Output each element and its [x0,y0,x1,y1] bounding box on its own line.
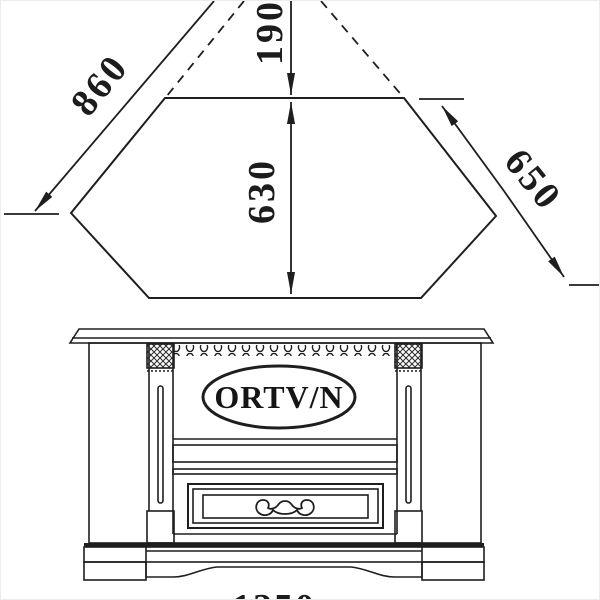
rosette-right-icon [394,343,423,369]
plan-top-outline [69,97,498,299]
foot-right [421,561,485,581]
plan-dimension-lines [4,1,599,294]
groove-left [157,385,164,504]
brand-oval [201,364,357,430]
drawer-front [187,483,384,529]
drawer-frame-middle [192,488,379,524]
plinth-block-right [394,510,423,544]
base-shadow-band [84,543,484,547]
dim-line-650-up [441,105,505,192]
apron-curve [145,562,423,578]
groove-right [405,385,412,504]
wall-dashed-line-left [165,1,245,98]
scallop-trim [174,345,397,356]
plan-view [69,1,498,299]
drawer-top-rail [172,468,398,475]
wall-dashed-line-right [320,1,405,99]
cornice-top [68,328,495,344]
foot-left [83,561,147,581]
drawer-handle-icon [255,499,315,517]
drawer-frame-inner [202,494,369,519]
brand-label: ORTV/N [214,378,344,415]
front-view [68,328,495,581]
dim-line-860 [34,1,215,212]
shelf-band [172,444,398,463]
plinth-block-left [146,510,175,544]
rosette-left-icon [146,343,175,369]
base-plinth [83,546,485,563]
dim-line-650-down [503,190,565,278]
